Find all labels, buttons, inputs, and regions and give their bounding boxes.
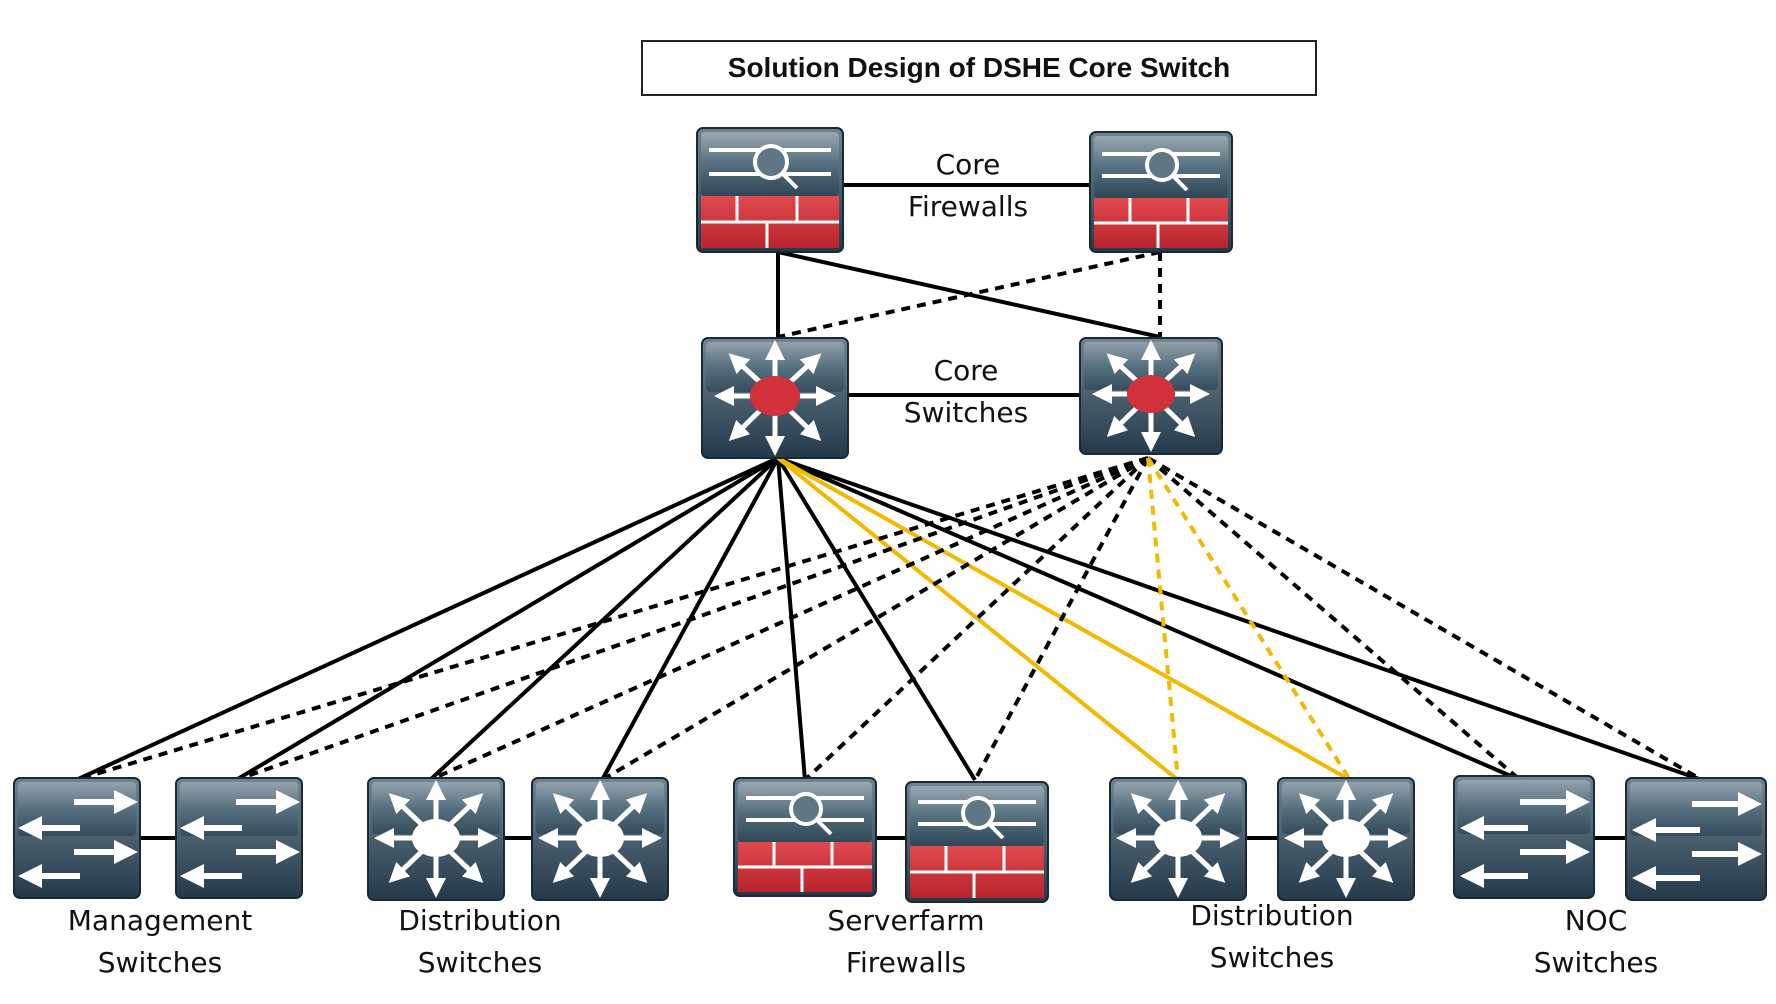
core-switches-label: Core Switches xyxy=(878,350,1054,434)
serverfarm-label-line-1: Serverfarm xyxy=(827,904,985,937)
core-switch-2-uplinks xyxy=(75,456,1704,782)
core-switch-2[interactable] xyxy=(1079,337,1223,455)
core-firewalls-label-line-2: Firewalls xyxy=(907,190,1029,223)
diagram-title: Solution Design of DSHE Core Switch xyxy=(641,40,1317,96)
core-firewall-2[interactable] xyxy=(1089,131,1233,253)
noc-switch-1[interactable] xyxy=(1453,775,1595,899)
switch-icon xyxy=(180,790,300,888)
serverfarm-firewall-2[interactable] xyxy=(905,781,1049,903)
distribution-a-label-line-1: Distribution xyxy=(398,904,562,937)
serverfarm-firewall-1[interactable] xyxy=(733,777,877,897)
inspection-lens-icon xyxy=(918,796,1036,840)
management-switch-1[interactable] xyxy=(13,777,141,899)
distribution-switch-a1[interactable] xyxy=(367,777,505,901)
management-label-line-2: Switches xyxy=(97,946,223,979)
distribution-switch-a2[interactable] xyxy=(531,777,669,901)
core-switches-label-line-1: Core xyxy=(933,354,999,387)
core-switch-1-uplinks xyxy=(75,456,1703,782)
core-switch-2-serverfarm-links xyxy=(1146,456,1352,782)
distribution-switch-b2[interactable] xyxy=(1277,777,1415,901)
core-switches-label-line-2: Switches xyxy=(903,396,1029,429)
core-switch-1-serverfarm-links xyxy=(776,456,1351,782)
core-firewalls-label-line-1: Core xyxy=(935,148,1001,181)
distribution-switches-a-label: Distribution Switches xyxy=(360,900,600,984)
switch-icon xyxy=(1632,792,1762,890)
core-firewall-1[interactable] xyxy=(696,127,844,253)
distribution-a-label-line-2: Switches xyxy=(417,946,543,979)
serverfarm-firewalls-label: Serverfarm Firewalls xyxy=(786,900,1026,984)
noc-label-line-2: Switches xyxy=(1533,946,1659,979)
distribution-b-label-line-2: Switches xyxy=(1209,941,1335,974)
link-layer xyxy=(75,183,1704,840)
brick-wall-icon xyxy=(738,842,872,892)
noc-label-line-1: NOC xyxy=(1564,904,1628,937)
distribution-b-label-line-1: Distribution xyxy=(1190,899,1354,932)
management-label-line-1: Management xyxy=(67,904,253,937)
distribution-switches-b-label: Distribution Switches xyxy=(1152,895,1392,979)
noc-switch-2[interactable] xyxy=(1625,777,1767,901)
inspection-lens-icon xyxy=(709,144,831,190)
inspection-lens-icon xyxy=(1102,148,1220,192)
brick-wall-icon xyxy=(910,846,1044,898)
switch-icon xyxy=(1460,790,1590,888)
distribution-switch-b1[interactable] xyxy=(1109,777,1247,901)
management-switch-2[interactable] xyxy=(175,777,303,899)
serverfarm-label-line-2: Firewalls xyxy=(845,946,967,979)
core-firewalls-label: Core Firewalls xyxy=(880,144,1056,228)
management-switches-label: Management Switches xyxy=(40,900,280,984)
switch-icon xyxy=(17,790,138,888)
brick-wall-icon xyxy=(701,196,839,248)
noc-switches-label: NOC Switches xyxy=(1476,900,1716,984)
brick-wall-icon xyxy=(1094,198,1228,248)
inspection-lens-icon xyxy=(746,792,864,836)
fw2-cs1-link xyxy=(777,250,1161,339)
core-switch-1[interactable] xyxy=(701,337,849,459)
